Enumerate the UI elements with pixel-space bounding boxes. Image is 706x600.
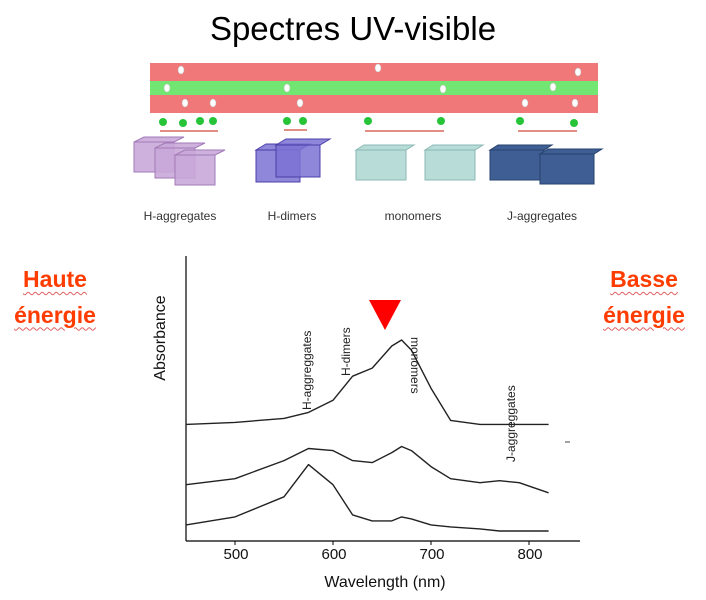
- high-energy-label-line1: Haute: [23, 266, 87, 292]
- x-tick-label-600: 600: [321, 546, 346, 563]
- x-axis-title: Wavelength (nm): [324, 574, 445, 591]
- curve-label-j-aggregates: J-aggreggates: [504, 385, 518, 462]
- x-tick-label-500: 500: [223, 546, 248, 563]
- dye-distance-lines: [160, 129, 577, 132]
- curve-label-monomers: monomers: [408, 337, 422, 394]
- high-energy-label-line2: énergie: [14, 301, 96, 328]
- h-aggregates-shape: [133, 136, 226, 186]
- j-aggregates-shape: [488, 144, 604, 185]
- low-energy-label-line2: énergie: [603, 301, 685, 328]
- spectrum-plot: 500 600 700 800 Wavelength (nm) Absorban…: [152, 256, 580, 591]
- high-energy-label: Haute énergie: [10, 262, 100, 333]
- low-energy-label-line1: Basse: [610, 266, 678, 292]
- curve-label-h-dimers: H-dimers: [339, 327, 353, 376]
- x-tick-label-800: 800: [517, 546, 542, 563]
- spectrum-curve-2: [185, 445, 549, 494]
- aggregate-label-j-aggregates: J-aggregates: [507, 209, 577, 223]
- spectrum-curves: [185, 339, 549, 532]
- aggregate-shapes: [133, 136, 604, 186]
- aggregate-label-h-aggregates: H-aggregates: [144, 209, 217, 223]
- monomer-peak-marker: [369, 300, 401, 330]
- curve-label-h-aggregates: H-aggreggates: [300, 331, 314, 410]
- aggregate-label-h-dimers: H-dimers: [268, 209, 317, 223]
- low-energy-label: Basse énergie: [594, 262, 694, 333]
- spectrum-curve-1: [185, 339, 549, 426]
- monomers-shape: [354, 144, 485, 181]
- spectrum-curve-3: [185, 463, 549, 532]
- dye-dots: [159, 117, 578, 127]
- h-dimers-shape: [254, 138, 332, 183]
- membrane-top-band: [150, 63, 598, 83]
- x-tick-label-700: 700: [419, 546, 444, 563]
- aggregate-label-monomers: monomers: [385, 209, 442, 223]
- y-axis-title: Absorbance: [152, 295, 169, 380]
- membrane-bottom-band: [150, 95, 598, 113]
- page-title: Spectres UV-visible: [209, 10, 497, 47]
- membrane-middle-band: [150, 81, 598, 95]
- membrane-diagram: [150, 63, 598, 132]
- x-tick-marks: [234, 541, 530, 545]
- membrane-white-dots: [163, 63, 582, 108]
